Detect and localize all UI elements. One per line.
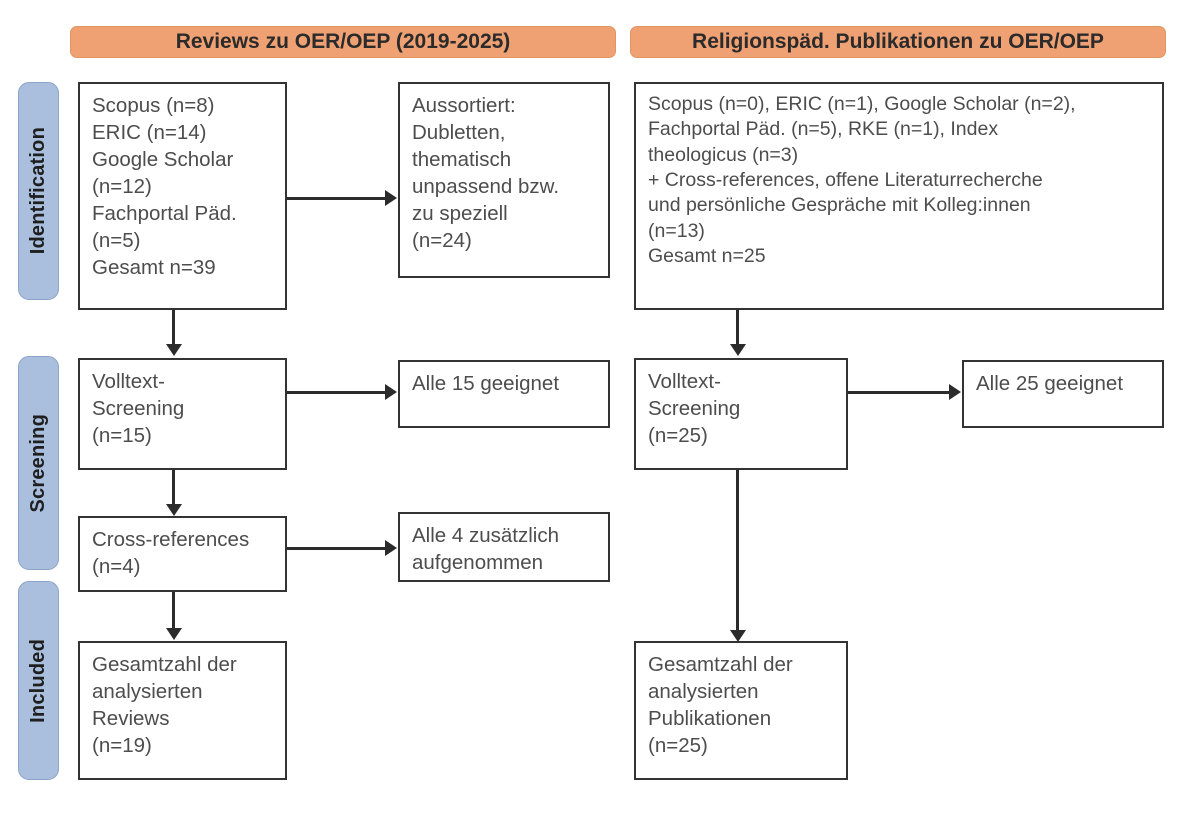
box-right-identification-sources[interactable]: Scopus (n=0), ERIC (n=1), Google Scholar… [634,82,1164,310]
box-left-screening-result[interactable]: Alle 15 geeignet [398,360,610,428]
arrowhead-left-crossrefs-to-result [385,540,397,556]
arrowhead-right-identification-to-screening [730,344,746,356]
arrowhead-left-identification-to-excluded [385,190,397,206]
connector-right-identification-to-screening [736,310,739,346]
connector-right-screening-to-result [848,391,951,394]
connector-right-screening-to-included [736,470,739,634]
box-right-included[interactable]: Gesamtzahl der analysierten Publikatione… [634,641,848,780]
arrowhead-right-screening-to-result [949,384,961,400]
box-left-screening[interactable]: Volltext- Screening (n=15) [78,358,287,470]
stage-tab-included[interactable]: Included [18,581,59,780]
arrowhead-left-screening-to-crossrefs [166,504,182,516]
stage-tab-identification[interactable]: Identification [18,82,59,300]
connector-left-screening-to-result [287,391,387,394]
connector-left-screening-to-crossrefs [172,470,175,506]
stage-tab-identification-label: Identification [27,127,49,255]
arrowhead-right-screening-to-included [730,630,746,642]
stage-tab-included-label: Included [27,638,49,723]
column-header-reviews-label: Reviews zu OER/OEP (2019-2025) [175,30,511,53]
box-left-identification-sources[interactable]: Scopus (n=8) ERIC (n=14) Google Scholar … [78,82,287,310]
arrowhead-left-identification-to-screening [166,344,182,356]
column-header-reviews[interactable]: Reviews zu OER/OEP (2019-2025) [70,26,616,58]
box-left-crossrefs[interactable]: Cross-references (n=4) [78,516,287,592]
column-header-publications-label: Religionspäd. Publikationen zu OER/OEP [692,30,1104,53]
arrowhead-left-screening-to-result [385,384,397,400]
box-left-excluded[interactable]: Aussortiert: Dubletten, thematisch unpas… [398,82,610,278]
connector-left-crossrefs-to-result [287,547,387,550]
arrowhead-left-crossrefs-to-included [166,628,182,640]
connector-left-identification-to-screening [172,310,175,346]
connector-left-identification-to-excluded [287,197,387,200]
column-header-publications[interactable]: Religionspäd. Publikationen zu OER/OEP [630,26,1166,58]
box-right-screening-result[interactable]: Alle 25 geeignet [962,360,1164,428]
box-left-crossrefs-result[interactable]: Alle 4 zusätzlich aufgenommen [398,512,610,582]
box-left-included[interactable]: Gesamtzahl der analysierten Reviews (n=1… [78,641,287,780]
box-right-screening[interactable]: Volltext- Screening (n=25) [634,358,848,470]
connector-left-crossrefs-to-included [172,592,175,630]
stage-tab-screening[interactable]: Screening [18,356,59,570]
stage-tab-screening-label: Screening [27,413,49,513]
